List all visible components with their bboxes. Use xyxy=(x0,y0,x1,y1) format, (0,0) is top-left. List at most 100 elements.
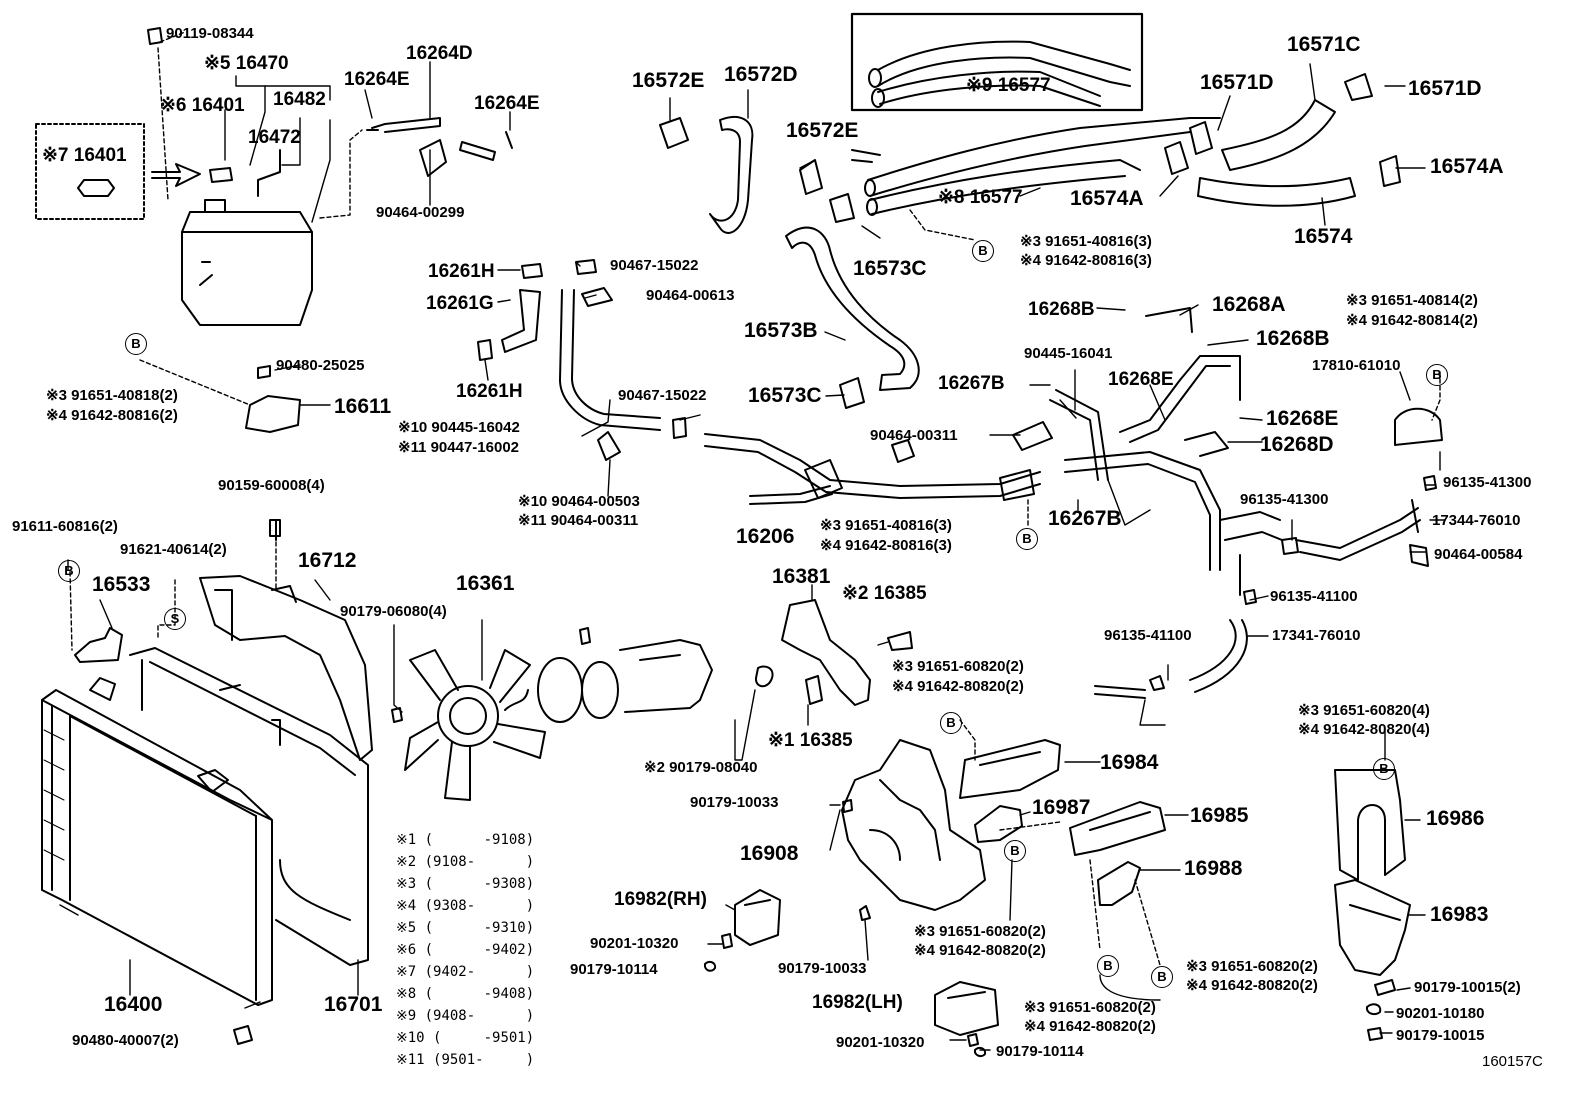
hoses-16261-drawing xyxy=(477,263,543,361)
label-91642-80816-3-b: ※4 91642-80816(3) xyxy=(820,537,952,554)
label-16268A: 16268A xyxy=(1212,293,1286,316)
bracket-16908-drawing xyxy=(829,739,986,961)
label-16712: 16712 xyxy=(298,549,357,572)
label-16574: 16574 xyxy=(1294,225,1353,248)
label-16267B-top: 16267B xyxy=(938,373,1005,394)
bracket-16983-drawing xyxy=(1334,879,1426,1041)
label-16987: 16987 xyxy=(1032,796,1091,819)
label-16268E: 16268E xyxy=(1266,407,1339,430)
marker-b: B xyxy=(58,560,80,582)
label-16381: 16381 xyxy=(772,565,831,588)
inset-box-16401 xyxy=(35,123,145,220)
note-9: ※9 (9408- ) xyxy=(396,1008,535,1024)
label-16982-rh: 16982(RH) xyxy=(614,889,707,910)
bracket-16987-drawing xyxy=(974,805,1061,921)
label-16401-inset: ※7 16401 xyxy=(42,145,127,166)
note-1: ※1 ( -9108) xyxy=(396,832,535,848)
label-16984: 16984 xyxy=(1100,751,1159,774)
label-16533: 16533 xyxy=(92,573,151,596)
note-2: ※2 (9108- ) xyxy=(396,854,535,870)
label-16572D: 16572D xyxy=(724,63,798,86)
bracket-16611-drawing xyxy=(139,359,331,433)
label-16988: 16988 xyxy=(1184,857,1243,880)
label-90445-16042: ※10 90445-16042 xyxy=(398,419,520,436)
label-16268D: 16268D xyxy=(1260,433,1334,456)
label-96135-41100-right: 96135-41100 xyxy=(1270,588,1358,605)
label-16264D: 16264D xyxy=(406,43,473,64)
label-90201-10320: 90201-10320 xyxy=(836,1034,925,1051)
fan-clutch-drawing xyxy=(391,624,713,723)
label-16261H: 16261H xyxy=(456,381,523,402)
label-16573C-top: 16573C xyxy=(853,257,927,280)
label-16571D-right: 16571D xyxy=(1408,77,1482,100)
label-91642-80820-4: ※4 91642-80820(4) xyxy=(1298,721,1430,738)
label-16268B: 16268B xyxy=(1256,327,1330,350)
label-16577: ※8 16577 xyxy=(938,187,1023,208)
label-16264E-left: 16264E xyxy=(344,69,410,90)
label-91642-80816-3: ※4 91642-80816(3) xyxy=(1020,252,1152,269)
reservoir-tank-drawing xyxy=(77,149,313,326)
label-16264E-right: 16264E xyxy=(474,93,540,114)
radiator-16400-drawing xyxy=(41,677,273,1045)
label-90201-10180: 90201-10180 xyxy=(1396,1005,1485,1022)
marker-b: B xyxy=(1373,758,1395,780)
label-90119-08344: 90119-08344 xyxy=(166,25,254,42)
label-16611: 16611 xyxy=(334,395,392,418)
label-90179-10114: 90179-10114 xyxy=(996,1043,1084,1060)
label-90445-16041: 90445-16041 xyxy=(1024,345,1113,362)
hoses-16571-16574-drawing xyxy=(1164,73,1401,207)
label-91651-60820-4: ※3 91651-60820(4) xyxy=(1298,702,1430,719)
mount-16982-lh-drawing xyxy=(934,981,999,1058)
fasteners-drawing xyxy=(147,27,1437,691)
bracket-16533-drawing xyxy=(69,571,123,663)
label-90179-10033-top: 90179-10033 xyxy=(690,794,779,811)
leader-lines-right xyxy=(484,63,1446,726)
mount-16982-rh-drawing xyxy=(703,889,781,972)
label-91651-40814-2: ※3 91651-40814(2) xyxy=(1346,292,1478,309)
label-90464-00613: 90464-00613 xyxy=(646,287,735,304)
label-16571D-left: 16571D xyxy=(1200,71,1274,94)
note-11: ※11 (9501- ) xyxy=(396,1052,535,1068)
label-91651-40816-3: ※3 91651-40816(3) xyxy=(1020,233,1152,250)
label-16268E-top: 16268E xyxy=(1108,369,1174,390)
label-91642-80814-2: ※4 91642-80814(2) xyxy=(1346,312,1478,329)
note-6: ※6 ( -9402) xyxy=(396,942,535,958)
marker-s: S xyxy=(164,608,186,630)
label-91642-80816-2: ※4 91642-80816(2) xyxy=(46,407,178,424)
marker-b: B xyxy=(940,712,962,734)
note-10: ※10 ( -9501) xyxy=(396,1030,535,1046)
label-90467-15022: 90467-15022 xyxy=(618,387,707,404)
pipe-16577-drawing xyxy=(851,117,1221,216)
marker-b: B xyxy=(1016,528,1038,550)
label-90464-00584: 90464-00584 xyxy=(1434,546,1523,563)
label-90464-00299: 90464-00299 xyxy=(376,204,465,221)
marker-b: B xyxy=(1151,966,1173,988)
label-91651-60820-2-c: ※3 91651-60820(2) xyxy=(1186,958,1318,975)
shroud-16712-drawing xyxy=(199,519,373,761)
label-16268B-left: 16268B xyxy=(1028,299,1095,320)
label-17810-61010: 17810-61010 xyxy=(1312,357,1401,374)
leader-lines-bottom xyxy=(67,451,1441,1051)
label-91651-60820-2-d: ※3 91651-60820(2) xyxy=(1024,999,1156,1016)
label-16908: 16908 xyxy=(740,842,799,865)
hose-16572D-drawing xyxy=(659,115,754,234)
label-16983: 16983 xyxy=(1430,903,1489,926)
label-16573C: 16573C xyxy=(748,384,822,407)
bracket-16988-drawing xyxy=(1097,861,1181,966)
label-91651-40818-2: ※3 91651-40818(2) xyxy=(46,387,178,404)
heat-shield-16984-drawing xyxy=(959,719,1101,799)
label-16400: 16400 xyxy=(104,993,163,1016)
note-3: ※3 ( -9308) xyxy=(396,876,535,892)
bracket-16381-drawing xyxy=(734,584,913,761)
note-4: ※4 (9308- ) xyxy=(396,898,535,914)
label-16470: ※5 16470 xyxy=(204,53,289,74)
label-90480-25025: 90480-25025 xyxy=(276,357,365,374)
label-91642-80820-2-c: ※4 91642-80820(2) xyxy=(1186,977,1318,994)
label-16571C: 16571C xyxy=(1287,33,1361,56)
label-90464-00311: 90464-00311 xyxy=(870,427,958,444)
label-91651-60820-2-a: ※3 91651-60820(2) xyxy=(892,658,1024,675)
label-90464-00311-left: ※11 90464-00311 xyxy=(518,512,639,529)
label-16573B: 16573B xyxy=(744,319,818,342)
inset-box-16577 xyxy=(850,12,1144,112)
